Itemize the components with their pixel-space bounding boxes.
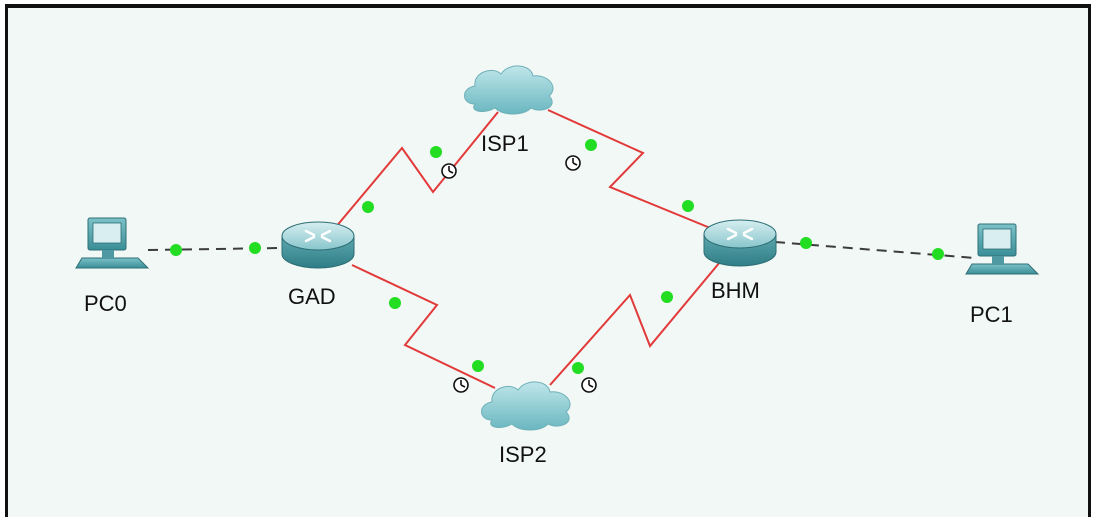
bhm-device[interactable] [703,219,777,267]
clock-icon [453,377,469,393]
pc0-label: PC0 [84,291,127,316]
link-status-dot [682,200,694,212]
pc0-device[interactable] [75,217,150,269]
clock-icons [441,155,597,393]
isp2-device[interactable] [481,381,571,431]
pc1-device[interactable] [965,223,1040,275]
cloud-icon [464,65,554,115]
link-isp2-bhm[interactable] [549,261,721,386]
link-status-dots [170,139,944,374]
link-isp1-bhm[interactable] [547,109,721,233]
link-status-dot [430,146,442,158]
pc-icon [965,223,1040,275]
link-status-dot [661,291,673,303]
clock-icon [565,155,581,171]
router-icon [281,221,355,269]
link-status-dot [585,139,597,151]
link-status-dot [800,237,812,249]
links [147,109,976,389]
clock-icon [581,377,597,393]
cloud-icon [481,381,571,431]
router-icon [703,219,777,267]
isp1-label: ISP1 [481,131,529,156]
link-status-dot [389,297,401,309]
link-status-dot [472,360,484,372]
link-gad-isp1[interactable] [334,111,499,229]
link-status-dot [362,201,374,213]
clock-icon [441,163,457,179]
link-status-dot [170,244,182,256]
pc-icon [75,217,150,269]
gad-device[interactable] [281,221,355,269]
pc1-label: PC1 [970,302,1013,327]
gad-label: GAD [288,284,336,309]
isp2-label: ISP2 [499,442,547,467]
link-status-dot [249,242,261,254]
link-status-dot [932,248,944,260]
link-status-dot [572,362,584,374]
bhm-label: BHM [711,278,760,303]
isp1-device[interactable] [464,65,554,115]
link-gad-isp2[interactable] [351,264,496,389]
